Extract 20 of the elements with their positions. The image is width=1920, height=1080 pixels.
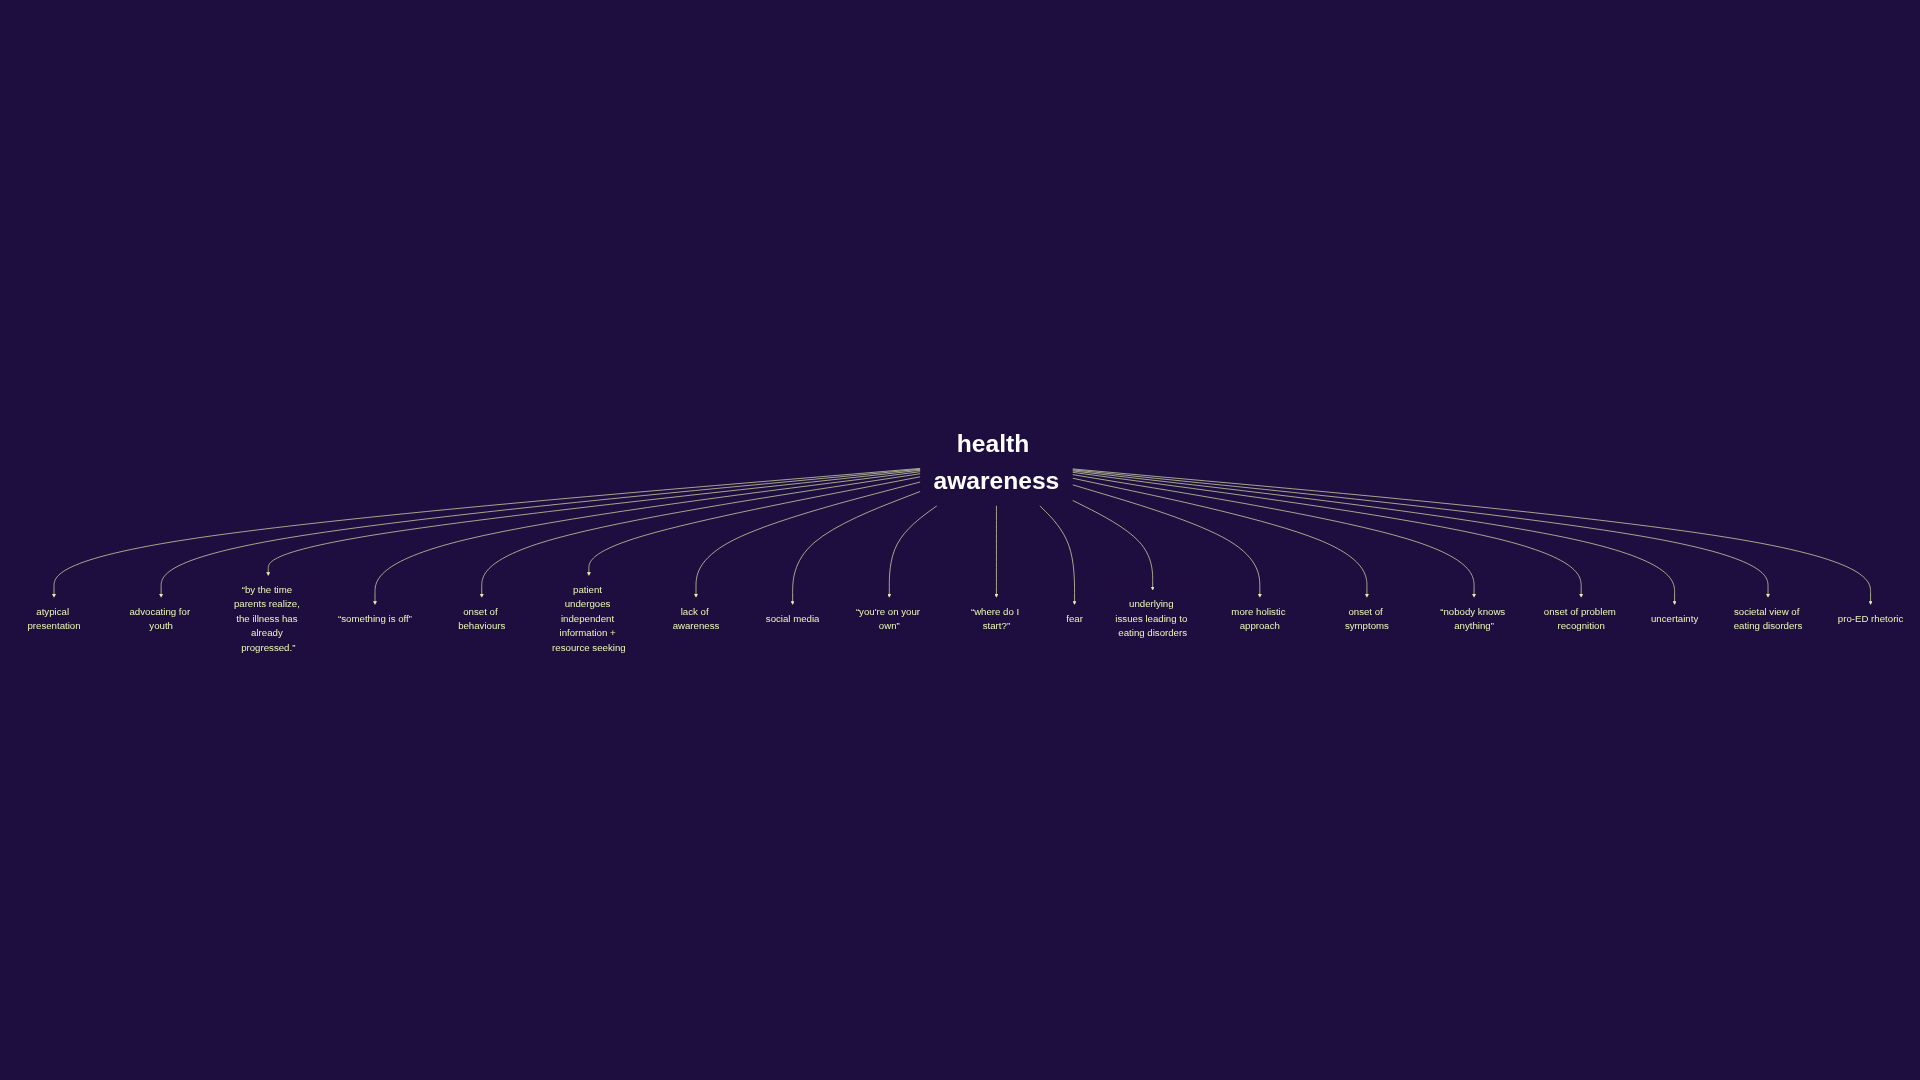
node-text: uncertainty — [1650, 613, 1699, 625]
node-text: fear — [1066, 613, 1083, 625]
node-text: “nobody knows anything” — [1440, 605, 1506, 632]
node-text: onset of problem recognition — [1543, 605, 1616, 632]
node-text: “where do I start?” — [970, 605, 1020, 632]
node-text: advocating for youth — [129, 605, 191, 632]
node-text: “you're on your own” — [855, 605, 921, 632]
node-text: more holistic approach — [1231, 605, 1286, 632]
node-text: onset of behaviours — [458, 605, 506, 632]
node-text: onset of symptoms — [1344, 605, 1389, 632]
node-text: social media — [765, 613, 820, 625]
node-text: health awareness — [933, 429, 1060, 495]
node-text: atypical presentation — [27, 605, 81, 632]
node-text: lack of awareness — [672, 605, 720, 632]
node-text: “something is off” — [338, 613, 412, 625]
node-text: pro-ED rhetoric — [1837, 613, 1904, 625]
node-text: societal view of eating disorders — [1733, 605, 1803, 632]
node-text: “by the time parents realize, the illness has already progressed.” — [233, 584, 300, 654]
node-text: patient undergoes independent information + resource seeking — [552, 584, 626, 654]
node-text: underlying issues leading to eating disorders — [1115, 598, 1188, 639]
